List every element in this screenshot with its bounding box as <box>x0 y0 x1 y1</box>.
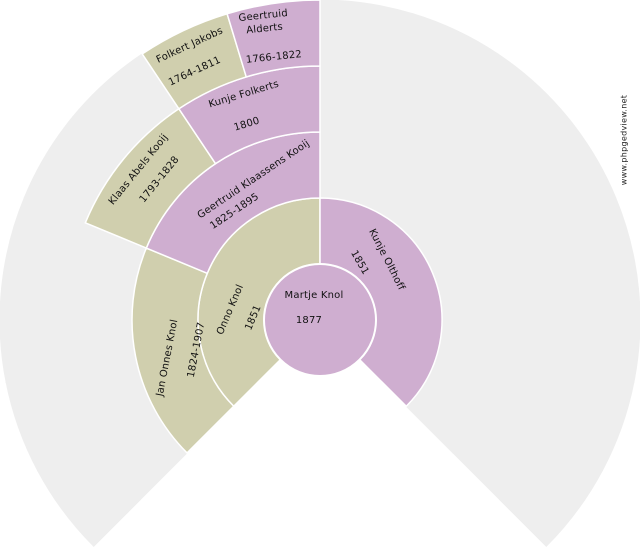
segment-fmmm[interactable] <box>226 0 321 78</box>
empty-slot <box>0 288 72 384</box>
root-name[interactable]: Martje Knol <box>284 290 344 301</box>
watermark-link[interactable]: www.phpgedview.net <box>619 94 629 186</box>
empty-slot <box>568 288 640 384</box>
segment-root[interactable] <box>263 263 377 377</box>
fmmm-name[interactable]: Geertruid Alderts <box>238 7 289 36</box>
empty-slot <box>498 439 603 547</box>
root-dates: 1877 <box>295 315 323 326</box>
